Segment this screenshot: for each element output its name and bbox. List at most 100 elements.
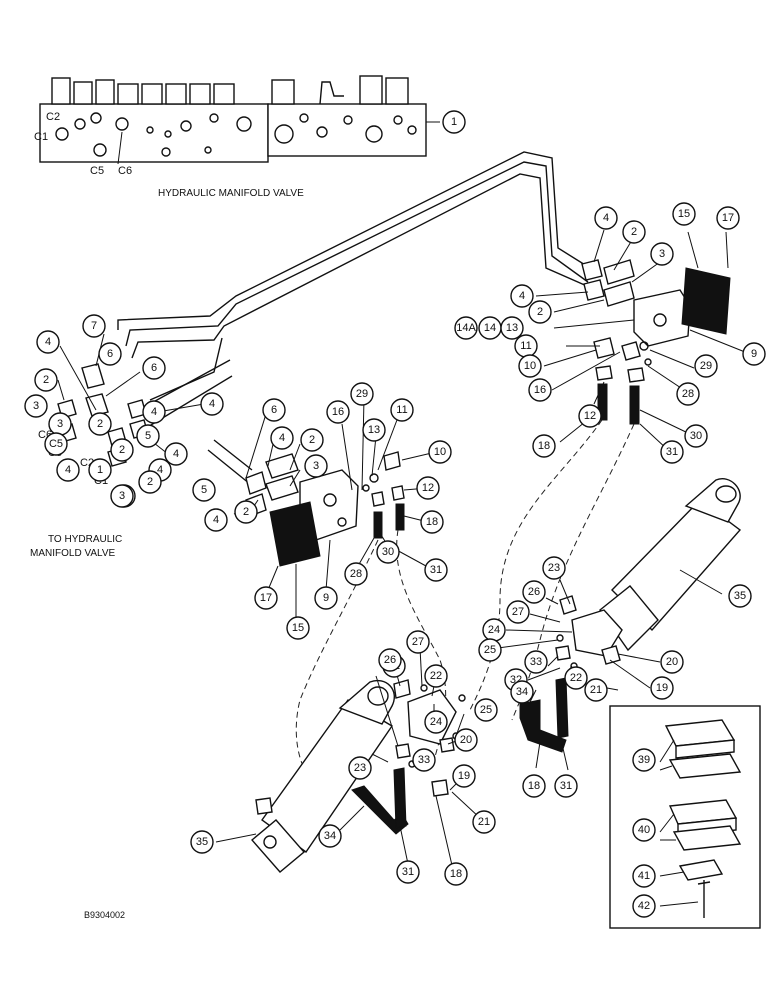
callout-number: 13 bbox=[506, 322, 518, 334]
callout-circle bbox=[376, 540, 400, 564]
manifold-caption: HYDRAULIC MANIFOLD VALVE bbox=[158, 188, 304, 199]
callout-circle bbox=[564, 666, 588, 690]
callout-number: 33 bbox=[418, 754, 430, 766]
callout-22: 22 bbox=[564, 666, 588, 690]
callout-31: 31 bbox=[554, 774, 578, 798]
callout-2: 2 bbox=[234, 500, 258, 524]
callout-circle bbox=[262, 398, 286, 422]
callout-circle bbox=[506, 600, 530, 624]
hydraulic-tubes bbox=[117, 151, 597, 401]
callout-number: 27 bbox=[412, 636, 424, 648]
callout-16: 16 bbox=[528, 378, 552, 402]
callout-20: 20 bbox=[454, 728, 478, 752]
right-upper-valve-group bbox=[581, 259, 731, 425]
callout-number: 3 bbox=[57, 418, 63, 430]
callout-circle bbox=[632, 894, 656, 918]
callout-number: 5 bbox=[145, 430, 151, 442]
callout-30: 30 bbox=[684, 424, 708, 448]
callout-number: 2 bbox=[631, 226, 637, 238]
callout-10: 10 bbox=[518, 354, 542, 378]
callout-number: 30 bbox=[690, 430, 702, 442]
callout-5: 5 bbox=[192, 478, 216, 502]
callout-circle bbox=[350, 382, 374, 406]
callout-number: 18 bbox=[450, 868, 462, 880]
callout-circle bbox=[452, 764, 476, 788]
callout-19: 19 bbox=[452, 764, 476, 788]
callout-6: 6 bbox=[262, 398, 286, 422]
callout-circle bbox=[190, 830, 214, 854]
callout-number: 12 bbox=[584, 410, 596, 422]
callout-31: 31 bbox=[424, 558, 448, 582]
callout-4: 4 bbox=[204, 508, 228, 532]
port-label-c1-top: C1 bbox=[34, 131, 48, 143]
callout-1: 1 bbox=[88, 458, 112, 482]
callout-28: 28 bbox=[676, 382, 700, 406]
left-fitting-cluster bbox=[57, 359, 299, 517]
callout-39: 39 bbox=[632, 748, 656, 772]
callout-number: 31 bbox=[560, 780, 572, 792]
left-filter-screen bbox=[269, 501, 321, 567]
callout-number: 9 bbox=[323, 592, 329, 604]
callout-23: 23 bbox=[348, 756, 372, 780]
callout-circle bbox=[474, 698, 498, 722]
callout-circle bbox=[522, 580, 546, 604]
callout-29: 29 bbox=[350, 382, 374, 406]
callout-number: 30 bbox=[382, 546, 394, 558]
callout-circle bbox=[254, 586, 278, 610]
callout-circle bbox=[138, 470, 162, 494]
callout-circle bbox=[344, 562, 368, 586]
callout-number: 24 bbox=[430, 716, 442, 728]
left-small-fittings bbox=[362, 451, 405, 539]
callout-number: 25 bbox=[484, 644, 496, 656]
callout-5: 5 bbox=[136, 424, 160, 448]
callout-circle bbox=[632, 864, 656, 888]
callout-18: 18 bbox=[444, 862, 468, 886]
callout-25: 25 bbox=[478, 638, 502, 662]
callout-4: 4 bbox=[200, 392, 224, 416]
callout-circle bbox=[584, 678, 608, 702]
callout-42: 42 bbox=[632, 894, 656, 918]
callout-number: 28 bbox=[682, 388, 694, 400]
callout-circle bbox=[234, 500, 258, 524]
callout-circle bbox=[110, 438, 134, 462]
port-label-c5-top: C5 bbox=[90, 165, 104, 177]
callout-number: 33 bbox=[530, 656, 542, 668]
callout-circle bbox=[24, 394, 48, 418]
callout-circle bbox=[694, 354, 718, 378]
callout-circle bbox=[406, 630, 430, 654]
callout-22: 22 bbox=[424, 664, 448, 688]
callout-number: 31 bbox=[666, 446, 678, 458]
callout-circle bbox=[204, 508, 228, 532]
callout-circle bbox=[510, 284, 534, 308]
callout-number: 9 bbox=[751, 348, 757, 360]
callout-circle bbox=[300, 428, 324, 452]
callout-circle bbox=[98, 342, 122, 366]
callout-number: 14 bbox=[484, 322, 496, 334]
callout-6: 6 bbox=[142, 356, 166, 380]
callout-number: 4 bbox=[209, 398, 215, 410]
callout-circle bbox=[676, 382, 700, 406]
callout-circle bbox=[578, 404, 602, 428]
callout-circle bbox=[396, 860, 420, 884]
callout-2: 2 bbox=[622, 220, 646, 244]
callout-number: 2 bbox=[43, 374, 49, 386]
callout-3: 3 bbox=[48, 412, 72, 436]
callout-11: 11 bbox=[514, 334, 538, 358]
to-manifold-label-line2: MANIFOLD VALVE bbox=[30, 548, 116, 559]
callout-number: 24 bbox=[488, 624, 500, 636]
callout-number: 29 bbox=[700, 360, 712, 372]
callout-number: 4 bbox=[45, 336, 51, 348]
callout-number: 41 bbox=[638, 870, 650, 882]
callout-number: 2 bbox=[537, 306, 543, 318]
callout-circle bbox=[594, 206, 618, 230]
callout-circle bbox=[554, 774, 578, 798]
callout-number: C5 bbox=[49, 438, 63, 450]
callout-29: 29 bbox=[694, 354, 718, 378]
callout-number: 5 bbox=[201, 484, 207, 496]
callout-number: 13 bbox=[368, 424, 380, 436]
callout-27: 27 bbox=[506, 600, 530, 624]
callout-number: 14A bbox=[456, 322, 476, 334]
callout-31: 31 bbox=[660, 440, 684, 464]
callout-34: 34 bbox=[318, 824, 342, 848]
